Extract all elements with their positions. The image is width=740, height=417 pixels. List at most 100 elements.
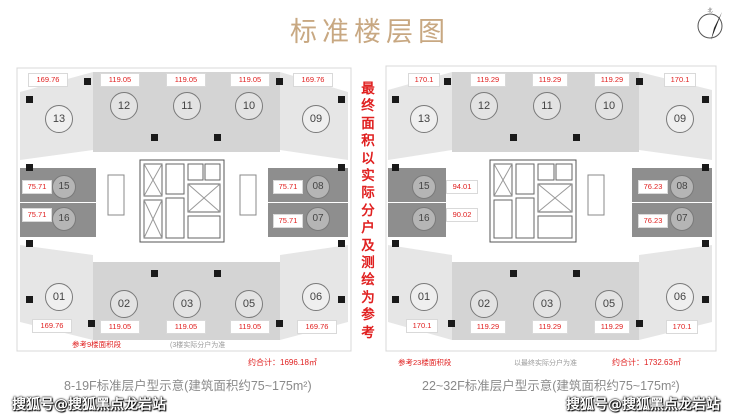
unit-number-10: 10 (235, 92, 263, 120)
column-marker (26, 240, 33, 247)
column-marker (276, 78, 283, 85)
area-label-07: 75.71 (273, 214, 303, 228)
column-marker (151, 134, 158, 141)
area-label-02: 119.05 (100, 320, 140, 334)
column-marker (214, 270, 221, 277)
area-label-01: 169.76 (32, 319, 72, 333)
unit-number-12: 12 (470, 92, 498, 120)
unit-number-15: 15 (412, 175, 436, 199)
unit-number-11: 11 (173, 92, 201, 120)
column-marker (702, 240, 709, 247)
area-label-05: 119.29 (594, 320, 630, 334)
total-area: 约合计：1732.63㎡ (612, 358, 681, 367)
unit-number-03: 03 (173, 290, 201, 318)
unit-number-12: 12 (110, 92, 138, 120)
area-label-05: 119.05 (230, 320, 270, 334)
area-label-09: 169.76 (293, 73, 333, 87)
column-marker (151, 270, 158, 277)
unit-number-02: 02 (470, 290, 498, 318)
actual-division-note: (3楼实际分户为准 (170, 342, 226, 349)
area-label-16: 75.71 (22, 208, 52, 222)
column-marker (702, 164, 709, 171)
column-marker (510, 270, 517, 277)
column-marker (214, 134, 221, 141)
area-label-13: 169.76 (28, 73, 68, 87)
column-marker (338, 96, 345, 103)
unit-number-03: 03 (533, 290, 561, 318)
actual-division-note: 以最终实际分户为准 (514, 360, 577, 367)
column-marker (84, 78, 91, 85)
area-label-02: 119.29 (470, 320, 506, 334)
unit-number-09: 09 (666, 105, 694, 133)
unit-number-01: 01 (45, 283, 73, 311)
area-label-10: 119.05 (230, 73, 270, 87)
area-label-11: 119.05 (166, 73, 206, 87)
column-marker (448, 320, 455, 327)
area-label-10: 119.29 (594, 73, 630, 87)
area-label-06: 170.1 (666, 320, 698, 334)
unit-number-07: 07 (670, 207, 694, 231)
area-label-12: 119.05 (100, 73, 140, 87)
area-label-07: 76.23 (638, 214, 668, 228)
column-marker (338, 164, 345, 171)
vertical-area-note: 最终面积以实际分户及测绘为参考 (361, 81, 375, 341)
area-label-12: 119.29 (470, 73, 506, 87)
area-label-09: 170.1 (664, 73, 696, 87)
watermark: 搜狐号@搜狐黑点龙岩站 (566, 397, 720, 413)
area-label-03: 119.29 (532, 320, 568, 334)
area-label-01: 170.1 (406, 319, 438, 333)
column-marker (392, 240, 399, 247)
area-label-03: 119.05 (166, 320, 206, 334)
unit-number-05: 05 (235, 290, 263, 318)
unit-number-01: 01 (410, 283, 438, 311)
column-marker (338, 296, 345, 303)
left-floor-plan: 169.76 119.05 119.05 119.05 169.76 75.71… (0, 0, 356, 417)
column-marker (26, 296, 33, 303)
floor-plan-caption: 22~32F标准层户型示意(建筑面积约75~175m²) (422, 379, 680, 393)
page-title: 标准楼层图 (290, 17, 450, 48)
unit-number-06: 06 (302, 283, 330, 311)
svg-text:北: 北 (707, 7, 712, 14)
unit-number-05: 05 (595, 290, 623, 318)
area-label-08: 76.23 (638, 180, 668, 194)
area-label-08: 75.71 (273, 180, 303, 194)
column-marker (338, 240, 345, 247)
area-label-13: 170.1 (408, 73, 440, 87)
column-marker (702, 296, 709, 303)
column-marker (636, 320, 643, 327)
area-label-06: 169.76 (297, 320, 337, 334)
floor-plan-caption: 8-19F标准层户型示意(建筑面积约75~175m²) (64, 379, 312, 393)
unit-number-13: 13 (45, 105, 73, 133)
column-marker (444, 78, 451, 85)
unit-number-08: 08 (306, 175, 330, 199)
reference-floor-note: 参考9楼面积段 (72, 340, 122, 349)
column-marker (636, 78, 643, 85)
unit-number-16: 16 (412, 207, 436, 231)
column-marker (510, 134, 517, 141)
reference-floor-note: 参考23楼面积段 (398, 358, 452, 367)
column-marker (26, 96, 33, 103)
column-marker (392, 164, 399, 171)
right-floor-plan: 170.1 119.29 119.29 119.29 170.1 94.01 9… (382, 0, 740, 417)
unit-number-06: 06 (666, 283, 694, 311)
area-label-15: 94.01 (446, 180, 478, 194)
north-compass-icon: 北 (697, 7, 723, 40)
unit-number-08: 08 (670, 175, 694, 199)
column-marker (702, 96, 709, 103)
column-marker (276, 320, 283, 327)
watermark: 搜狐号@搜狐黑点龙岩站 (12, 397, 166, 413)
area-label-16: 90.02 (446, 208, 478, 222)
area-label-11: 119.29 (532, 73, 568, 87)
unit-number-07: 07 (306, 207, 330, 231)
unit-number-11: 11 (533, 92, 561, 120)
column-marker (573, 270, 580, 277)
column-marker (392, 96, 399, 103)
column-marker (88, 320, 95, 327)
unit-number-16: 16 (52, 207, 76, 231)
unit-number-10: 10 (595, 92, 623, 120)
unit-number-13: 13 (410, 105, 438, 133)
unit-number-15: 15 (52, 175, 76, 199)
left-floor-plan-drawing (16, 67, 352, 352)
total-area: 约合计：1696.18㎡ (248, 358, 317, 367)
area-label-15: 75.71 (22, 180, 52, 194)
